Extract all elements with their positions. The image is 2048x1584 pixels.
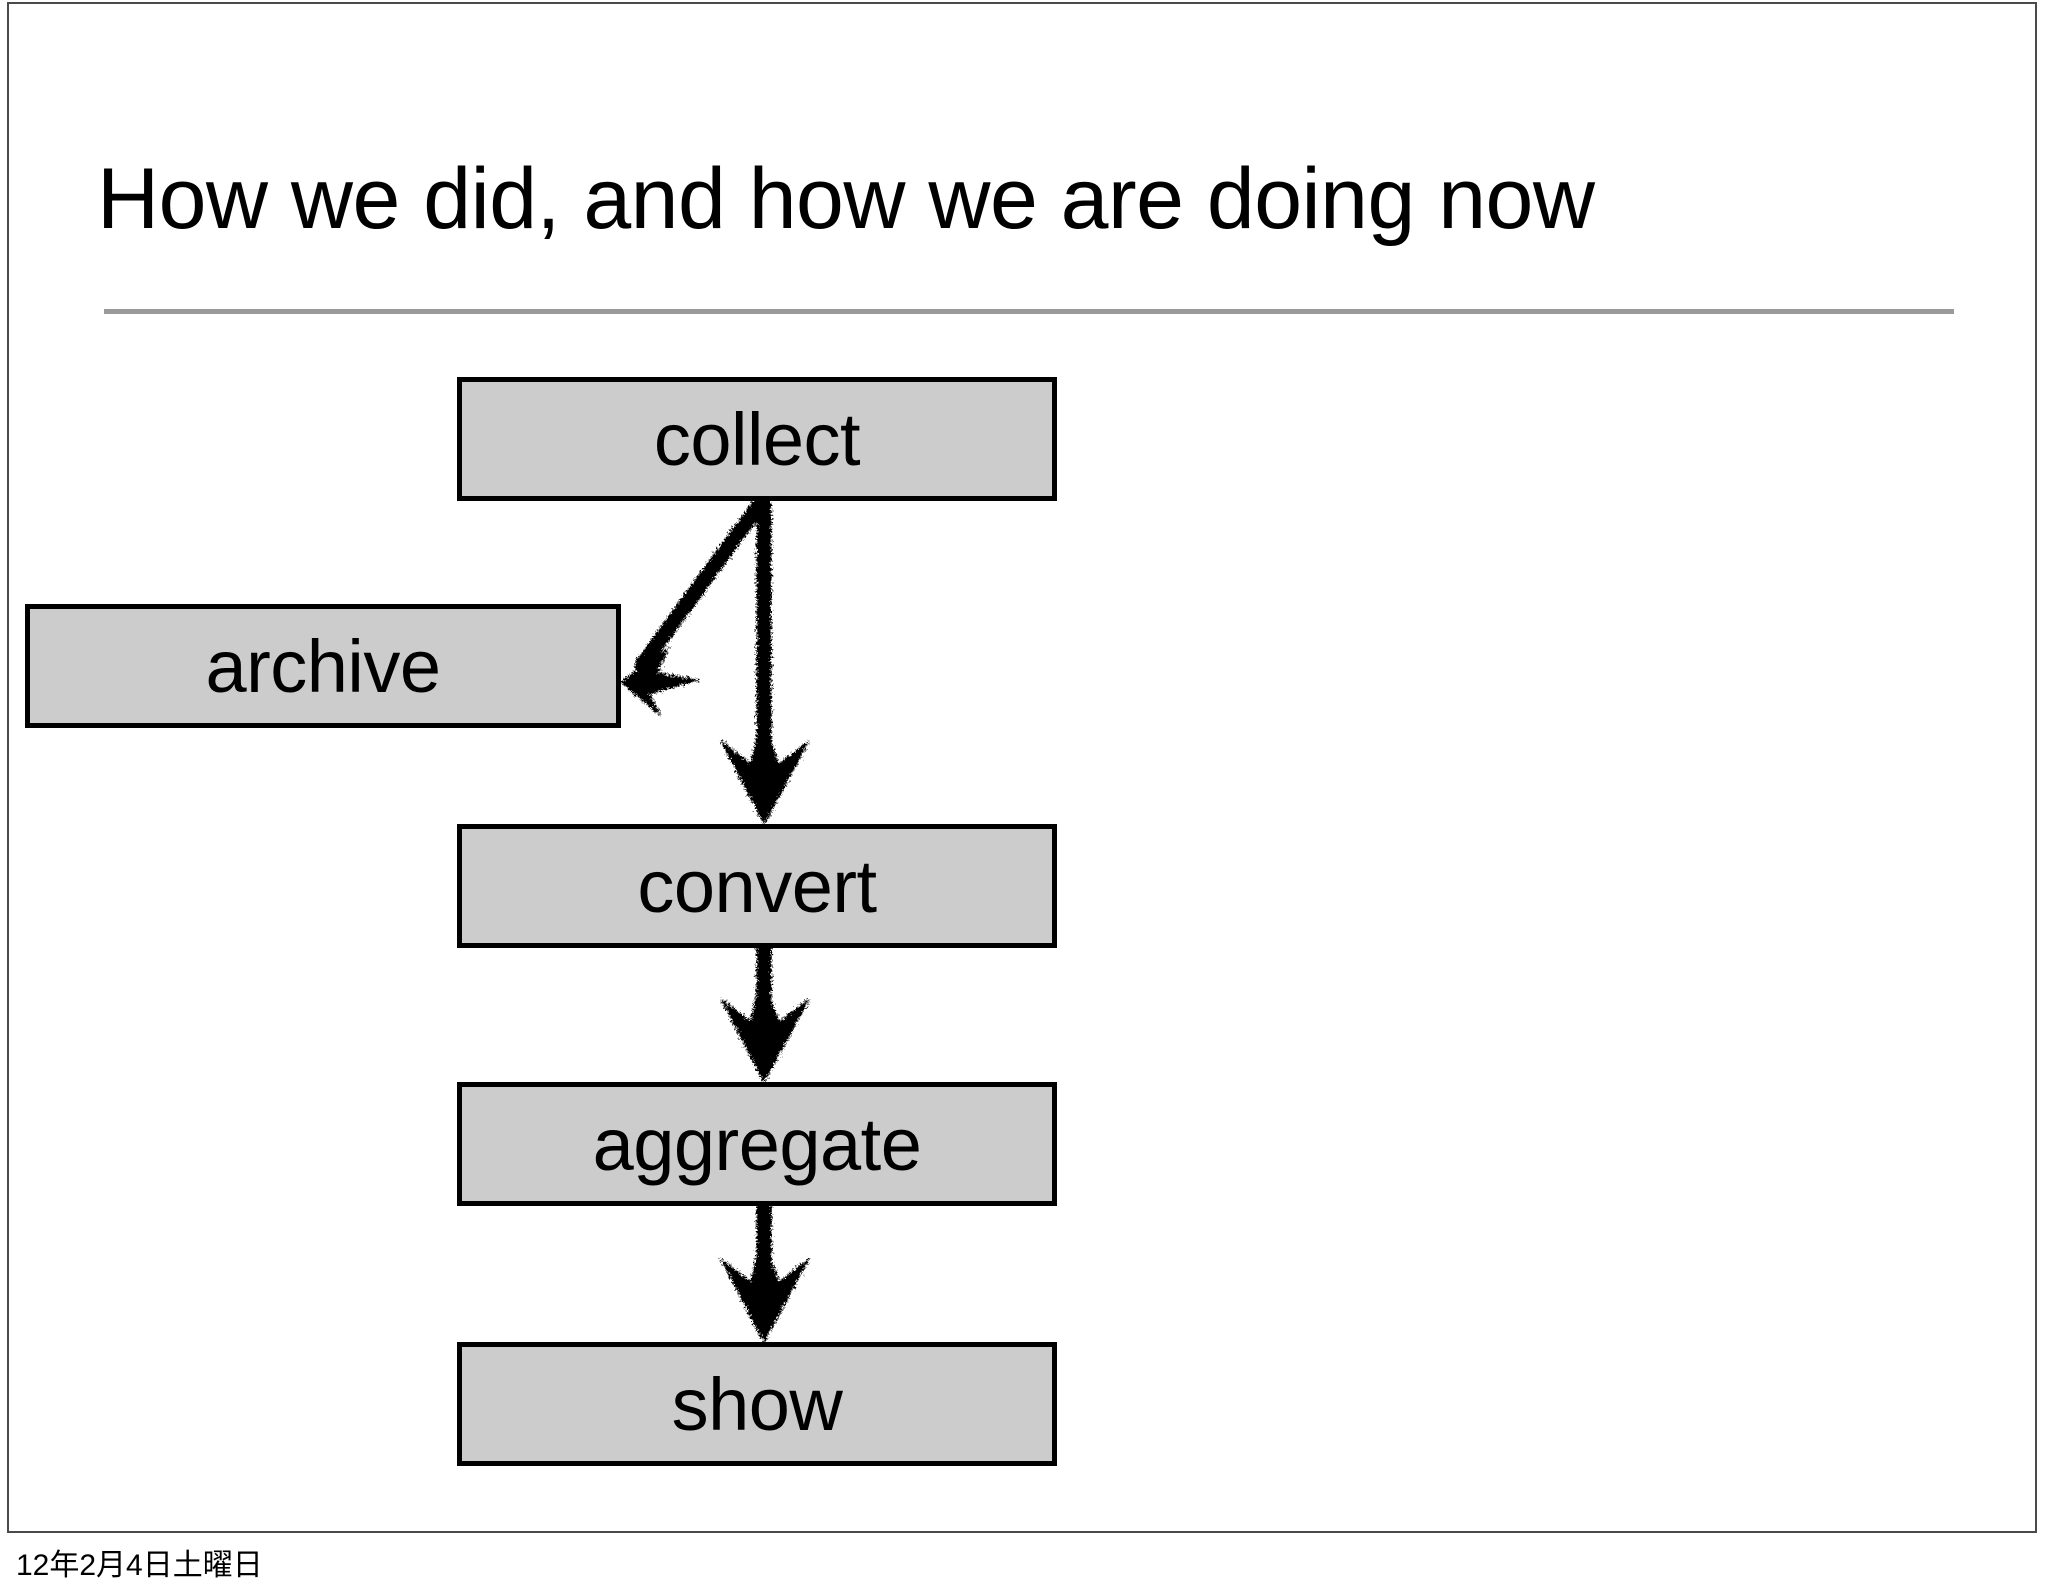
footer-date: 12年2月4日土曜日 (16, 1549, 263, 1582)
node-label: collect (653, 397, 861, 481)
flowchart-node-collect[interactable]: collect (457, 377, 1057, 501)
arrow-aggregate-to-show (720, 1199, 810, 1344)
node-label: aggregate (592, 1102, 922, 1186)
flowchart-node-aggregate[interactable]: aggregate (457, 1082, 1057, 1206)
flowchart-diagram: collect archive convert aggregate show (9, 4, 2039, 1535)
arrow-collect-to-archive (620, 493, 770, 717)
slide-canvas: How we did, and how we are doing now (7, 2, 2037, 1533)
title-divider (104, 309, 1954, 314)
node-label: convert (637, 844, 877, 928)
arrow-convert-to-aggregate (720, 941, 810, 1084)
flowchart-node-archive[interactable]: archive (25, 604, 621, 728)
flowchart-node-convert[interactable]: convert (457, 824, 1057, 948)
node-label: show (671, 1362, 843, 1446)
arrow-collect-to-convert (720, 493, 810, 826)
flowchart-node-show[interactable]: show (457, 1342, 1057, 1466)
flowchart-arrows (620, 493, 810, 1344)
page-title: How we did, and how we are doing now (97, 151, 1595, 247)
node-label: archive (205, 624, 441, 708)
